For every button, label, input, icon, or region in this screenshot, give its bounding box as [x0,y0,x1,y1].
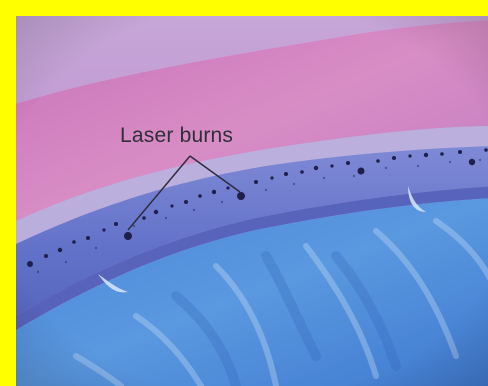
tissue-svg [16,16,488,386]
laser-burns-label: Laser burns [120,124,233,148]
image-frame: Laser burns [0,0,488,378]
tissue-illustration: Laser burns [16,16,488,386]
